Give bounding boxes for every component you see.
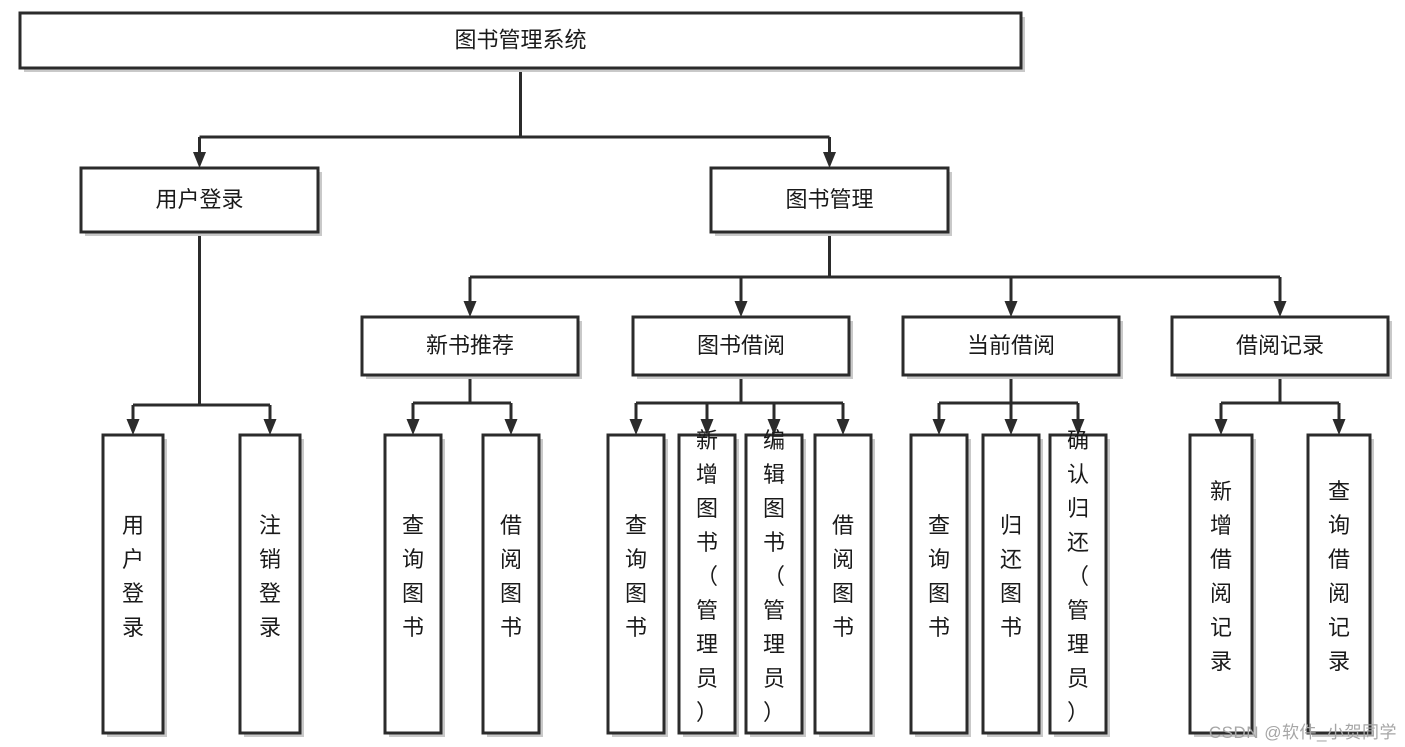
arrow-head-icon [767, 419, 781, 435]
node-box [79, 166, 320, 234]
arrow-head-icon [700, 419, 714, 435]
node-box [813, 433, 873, 735]
node-leaf-bw-add[interactable]: 新增图书（管理员） [677, 428, 739, 737]
node-box [606, 433, 666, 735]
node-leaf-bw-borrow[interactable]: 借阅图书 [813, 433, 875, 737]
edge-group-current [932, 375, 1085, 435]
node-label: 新增图书（管理员） [696, 428, 718, 725]
arrow-head-icon [823, 152, 836, 168]
arrow-head-icon [504, 419, 518, 435]
arrow-head-icon [463, 301, 477, 317]
node-label: 图书管理系统 [454, 27, 586, 52]
node-box [18, 11, 1023, 70]
edge-group-root [193, 68, 836, 168]
node-label: 借阅记录 [1236, 333, 1324, 358]
node-label: 图书借阅 [697, 333, 785, 358]
node-newbook[interactable]: 新书推荐 [360, 315, 582, 379]
node-box [1048, 433, 1108, 735]
node-label: 查询图书 [928, 513, 950, 640]
node-label: 确认归还（管理员） [1067, 428, 1089, 725]
node-label: 新增借阅记录 [1210, 479, 1232, 674]
edge-group-newbook [406, 375, 518, 435]
node-leaf-rec-add[interactable]: 新增借阅记录 [1188, 433, 1256, 737]
node-label: 查询借阅记录 [1328, 479, 1350, 674]
arrow-head-icon [836, 419, 850, 435]
arrow-head-icon [1332, 419, 1346, 435]
arrow-head-icon [1214, 419, 1228, 435]
node-label: 借阅图书 [500, 513, 522, 640]
arrow-head-icon [193, 152, 206, 168]
node-login[interactable]: 用户登录 [79, 166, 322, 236]
edge-group-records [1214, 375, 1346, 435]
node-leaf-bw-edit[interactable]: 编辑图书（管理员） [744, 428, 806, 737]
edge-group-borrow [629, 375, 850, 435]
arrow-head-icon [406, 419, 420, 435]
node-leaf-rec-query[interactable]: 查询借阅记录 [1306, 433, 1374, 737]
node-box [709, 166, 950, 234]
node-box [360, 315, 580, 377]
arrow-head-icon [126, 419, 140, 435]
node-box [481, 433, 541, 735]
arrow-head-icon [263, 419, 277, 435]
node-leaf-new-borrow[interactable]: 借阅图书 [481, 433, 543, 737]
node-box [1188, 433, 1254, 735]
node-label: 图书管理 [785, 187, 873, 212]
arrow-head-icon [1273, 301, 1287, 317]
arrow-head-icon [1004, 301, 1018, 317]
watermark-text: CSDN @软件_小贺同学 [1208, 723, 1397, 742]
node-leaf-cur-confirm[interactable]: 确认归还（管理员） [1048, 428, 1110, 737]
node-borrow[interactable]: 图书借阅 [631, 315, 853, 379]
node-box [744, 433, 804, 735]
arrow-head-icon [1071, 419, 1085, 435]
node-box [238, 433, 302, 735]
node-box [383, 433, 443, 735]
node-box [901, 315, 1121, 377]
node-box [101, 433, 165, 735]
node-label: 查询图书 [625, 513, 647, 640]
node-leaf-user-logout[interactable]: 注销登录 [238, 433, 304, 737]
edge-group-bookmgmt [463, 232, 1287, 317]
node-label: 借阅图书 [832, 513, 854, 640]
node-layer: 图书管理系统用户登录图书管理新书推荐图书借阅当前借阅借阅记录用户登录注销登录查询… [18, 11, 1392, 737]
node-bookmgmt[interactable]: 图书管理 [709, 166, 952, 236]
node-label: 用户登录 [155, 187, 243, 212]
node-box [909, 433, 969, 735]
node-label: 注销登录 [259, 513, 281, 640]
node-records[interactable]: 借阅记录 [1170, 315, 1392, 379]
node-leaf-user-login[interactable]: 用户登录 [101, 433, 167, 737]
arrow-head-icon [932, 419, 946, 435]
node-box [631, 315, 851, 377]
node-leaf-new-query[interactable]: 查询图书 [383, 433, 445, 737]
node-root[interactable]: 图书管理系统 [18, 11, 1025, 72]
node-label: 归还图书 [1000, 513, 1022, 640]
node-box [1306, 433, 1372, 735]
node-label: 当前借阅 [967, 333, 1055, 358]
arrow-head-icon [734, 301, 748, 317]
node-box [1170, 315, 1390, 377]
node-leaf-cur-return[interactable]: 归还图书 [981, 433, 1043, 737]
node-label: 新书推荐 [426, 333, 514, 358]
node-box [981, 433, 1041, 735]
node-label: 用户登录 [122, 513, 144, 640]
node-label: 编辑图书（管理员） [763, 428, 785, 725]
arrow-head-icon [629, 419, 643, 435]
node-current[interactable]: 当前借阅 [901, 315, 1123, 379]
node-label: 查询图书 [402, 513, 424, 640]
arrow-head-icon [1004, 419, 1018, 435]
edge-layer [126, 68, 1346, 435]
node-leaf-bw-query[interactable]: 查询图书 [606, 433, 668, 737]
node-box [677, 433, 737, 735]
node-leaf-cur-query[interactable]: 查询图书 [909, 433, 971, 737]
edge-group-login [126, 232, 277, 435]
